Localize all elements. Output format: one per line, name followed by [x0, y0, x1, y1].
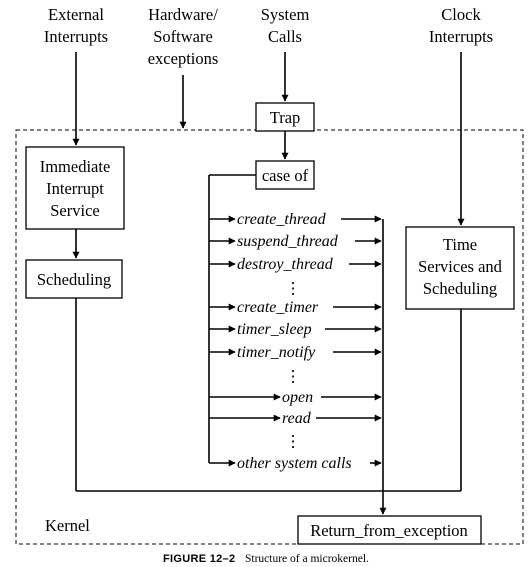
call-open: open	[209, 389, 382, 406]
call-label: create_thread	[237, 211, 327, 228]
call-label: open	[282, 389, 313, 406]
ellipsis-2: ⋮	[285, 367, 302, 386]
svg-text:Interrupt: Interrupt	[46, 179, 104, 198]
svg-text:Clock: Clock	[441, 5, 481, 24]
return-from-exception-box	[297, 515, 482, 545]
call-label: read	[282, 410, 312, 427]
svg-text:Scheduling: Scheduling	[423, 279, 497, 298]
figure-number: FIGURE 12–2	[163, 553, 235, 565]
svg-text:Hardware/: Hardware/	[148, 5, 218, 24]
call-label: create_timer	[237, 299, 319, 316]
figure-caption: Structure of a microkernel.	[245, 553, 369, 565]
hardware-software-exceptions-label: Hardware/ Software exceptions	[148, 5, 219, 68]
trap-label: Trap	[270, 108, 301, 127]
immediate-interrupt-service-box	[25, 146, 125, 230]
external-interrupts-label: External Interrupts	[44, 5, 108, 46]
time-services-box	[405, 226, 515, 310]
svg-text:Calls: Calls	[268, 27, 302, 46]
call-read: read	[209, 410, 382, 427]
call-timer-notify: timer_notify	[209, 344, 382, 361]
call-label: suspend_thread	[237, 233, 339, 250]
svg-text:exceptions: exceptions	[148, 49, 219, 68]
call-create-thread: create_thread	[209, 211, 382, 228]
call-create-timer: create_timer	[209, 299, 382, 316]
system-calls-label: System Calls	[261, 5, 310, 46]
svg-text:Immediate: Immediate	[40, 157, 111, 176]
svg-text:Interrupts: Interrupts	[429, 27, 493, 46]
svg-text:Services and: Services and	[418, 257, 503, 276]
call-suspend-thread: suspend_thread	[209, 233, 382, 250]
svg-text:Interrupts: Interrupts	[44, 27, 108, 46]
svg-text:System: System	[261, 5, 310, 24]
call-destroy-thread: destroy_thread	[209, 256, 382, 273]
call-label: destroy_thread	[237, 256, 334, 273]
call-timer-sleep: timer_sleep	[209, 321, 382, 338]
return-from-exception-label: Return_from_exception	[310, 521, 468, 540]
call-other-system-calls: other system calls	[209, 455, 382, 472]
call-label: timer_sleep	[237, 321, 312, 338]
kernel-label: Kernel	[45, 516, 90, 535]
call-label: other system calls	[237, 455, 352, 472]
call-label: timer_notify	[237, 344, 316, 361]
immediate-interrupt-service-label: Immediate Interrupt Service	[40, 157, 111, 220]
svg-text:Software: Software	[153, 27, 213, 46]
trap-box	[255, 102, 315, 132]
svg-text:External: External	[48, 5, 104, 24]
svg-text:Service: Service	[50, 201, 99, 220]
svg-text:Time: Time	[443, 235, 477, 254]
ellipsis-3: ⋮	[285, 432, 302, 451]
scheduling-label: Scheduling	[37, 270, 111, 289]
clock-interrupts-label: Clock Interrupts	[429, 5, 493, 46]
case-of-label: case of	[262, 166, 309, 185]
ellipsis-1: ⋮	[285, 279, 302, 298]
time-services-label: Time Services and Scheduling	[418, 235, 503, 298]
scheduling-box	[25, 259, 123, 299]
